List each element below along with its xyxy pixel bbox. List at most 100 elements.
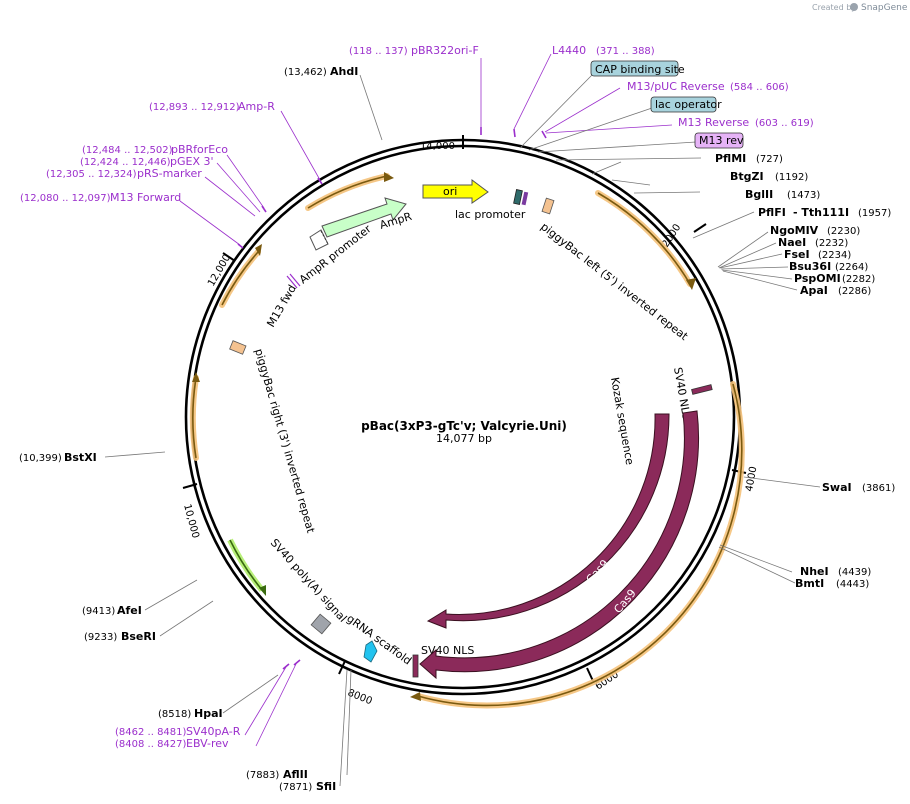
site-name-swai: SwaI — [822, 481, 852, 494]
site-pos-ahdi: (13,462) — [284, 67, 327, 78]
site-name-pflfi: PflFI — [758, 206, 786, 219]
primer-name-pbr322ori: pBR322ori-F — [411, 44, 479, 57]
primer-name-ampr: Amp-R — [238, 100, 275, 113]
site-name-bmti: BmtI — [795, 577, 824, 590]
m13-rev-feature — [521, 191, 529, 206]
piggybac-right-label: piggyBac right (3') inverted repeat — [252, 347, 317, 535]
primer-pos-pbrforeco: (12,484 .. 12,502) — [82, 145, 173, 156]
sv40-polya-label: SV40 poly(A) signal — [268, 536, 350, 625]
site-name-ahdi: AhdI — [330, 65, 358, 78]
site-pos-hpai: (8518) — [158, 709, 191, 720]
site-pos-apai: (2286) — [838, 286, 871, 297]
primer-pos-prsmarker: (12,305 .. 12,324) — [46, 169, 137, 180]
site-name-sfii: SfiI — [316, 780, 336, 793]
box-leaders — [519, 74, 697, 153]
site-pos-btgzi: (1192) — [775, 172, 808, 183]
m13-rev-box — [694, 132, 744, 149]
site-name-ngomiv: NgoMIV — [770, 224, 819, 237]
ampr-feature — [321, 197, 407, 238]
site-pos-sfii: (7871) — [279, 782, 312, 793]
primer-pos-pbr322ori: (118 .. 137) — [349, 46, 408, 57]
cap-binding-site-label: CAP binding site — [595, 63, 685, 76]
primer-name-l4440: L4440 — [552, 44, 586, 57]
site-name-naei: NaeI — [778, 236, 806, 249]
sv40-polya-feature — [310, 613, 332, 635]
cas9-outer-feature — [419, 410, 700, 680]
site-pos-bglii: (1473) — [787, 190, 820, 201]
site-pos-fsei: (2234) — [818, 250, 851, 261]
primer-leaders — [179, 53, 673, 747]
site-pos-pspomi: (2282) — [842, 274, 875, 285]
plasmid-size: 14,077 bp — [436, 432, 492, 445]
primer-name-m13puc: M13/pUC Reverse — [627, 80, 725, 93]
ori-feature — [422, 179, 489, 204]
site-name-hpai: HpaI — [194, 707, 223, 720]
site-name-pspomi: PspOMI — [794, 272, 841, 285]
site-pos-bsu36i: (2264) — [835, 262, 868, 273]
credit-brand: SnapGene — [861, 3, 908, 13]
credit-prefix: Created by — [812, 3, 856, 12]
lac-promoter-feature — [513, 189, 523, 205]
site-name-pflmi: PflMI — [715, 152, 746, 165]
primer-pos-m13rev: (603 .. 619) — [755, 118, 814, 129]
primer-name-pgex3: pGEX 3' — [170, 155, 214, 168]
site-name-bstxi: BstXI — [64, 451, 97, 464]
lac-operator-box — [650, 96, 717, 113]
primer-pos-l4440: (371 .. 388) — [596, 46, 655, 57]
site-leaders — [104, 74, 821, 787]
primer-name-m13rev: M13 Reverse — [678, 116, 749, 129]
cas9-inner-feature — [426, 413, 670, 629]
site-name-bglii: BglII — [745, 188, 773, 201]
site-pos-bmti: (4443) — [836, 579, 869, 590]
lac-promoter-label: lac promoter — [455, 208, 526, 221]
site-pos-afei: (9413) — [82, 606, 115, 617]
grna-scaffold-label: gRNA scaffold — [344, 612, 414, 668]
grna-scaffold-feature — [363, 640, 378, 663]
ori-label: ori — [443, 185, 457, 198]
site-name-btgzi: BtgZI — [730, 170, 764, 183]
sv40-nls-bottom-feature — [412, 654, 419, 678]
primer-name-pbrforeco: pBRforEco — [171, 143, 228, 156]
primer-marks — [237, 127, 547, 670]
m13-rev-label: M13 rev — [699, 134, 744, 147]
primer-pos-pgex3: (12,424 .. 12,446) — [80, 157, 171, 168]
piggybac-left-feature — [541, 197, 555, 215]
site-name-afei: AfeI — [117, 604, 142, 617]
site-name-nhei: NheI — [800, 565, 829, 578]
primer-name-prsmarker: pRS-marker — [137, 167, 202, 180]
tick-10000: 10,000 — [181, 503, 201, 540]
primer-pos-m13puc: (584 .. 606) — [730, 82, 789, 93]
primer-pos-ebvrev: (8408 .. 8427) — [115, 739, 187, 750]
site-pos-bstxi: (10,399) — [19, 453, 62, 464]
primer-pos-m13fwd: (12,080 .. 12,097) — [20, 193, 111, 204]
site-pos-aflii: (7883) — [246, 770, 279, 781]
site-name-bsu36i: Bsu36I — [789, 260, 831, 273]
site-name-aflii: AflII — [283, 768, 308, 781]
m13-fwd-mark — [286, 275, 298, 289]
green-arc-head — [259, 585, 266, 596]
site-name-fsei: FseI — [784, 248, 810, 261]
site-pos-ngomiv: (2230) — [827, 226, 860, 237]
kozak-label: Kozak sequence — [608, 376, 636, 466]
orf-arcs — [189, 172, 745, 709]
sv40-nls-top-feature — [691, 384, 713, 395]
site-pos-naei: (2232) — [815, 238, 848, 249]
sv40-nls-bottom-label: SV40 NLS — [421, 644, 474, 657]
site-name-bseri: BseRI — [121, 630, 156, 643]
site-pos-swai: (3861) — [862, 483, 895, 494]
site-pos-pflmi: (727) — [756, 154, 783, 165]
site-name-apai: ApaI — [800, 284, 828, 297]
primer-name-m13fwd: M13 Forward — [110, 191, 181, 204]
plasmid-name: pBac(3xP3-gTc'v; Valcyrie.Uni) — [361, 419, 567, 433]
site-pos-pflfi: (1957) — [858, 208, 891, 219]
tick-4000: 4000 — [744, 466, 759, 493]
snapgene-logo-icon — [850, 3, 858, 11]
site-pos-nhei: (4439) — [838, 567, 871, 578]
lac-operator-label: lac operator — [655, 98, 722, 111]
m13-fwd-label: M13 fwd — [264, 283, 299, 330]
primer-name-ebvrev: EBV-rev — [186, 737, 229, 750]
primer-name-sv40pa: SV40pA-R — [186, 725, 241, 738]
site-pos-bseri: (9233) — [84, 632, 117, 643]
primer-pos-sv40pa: (8462 .. 8481) — [115, 727, 187, 738]
